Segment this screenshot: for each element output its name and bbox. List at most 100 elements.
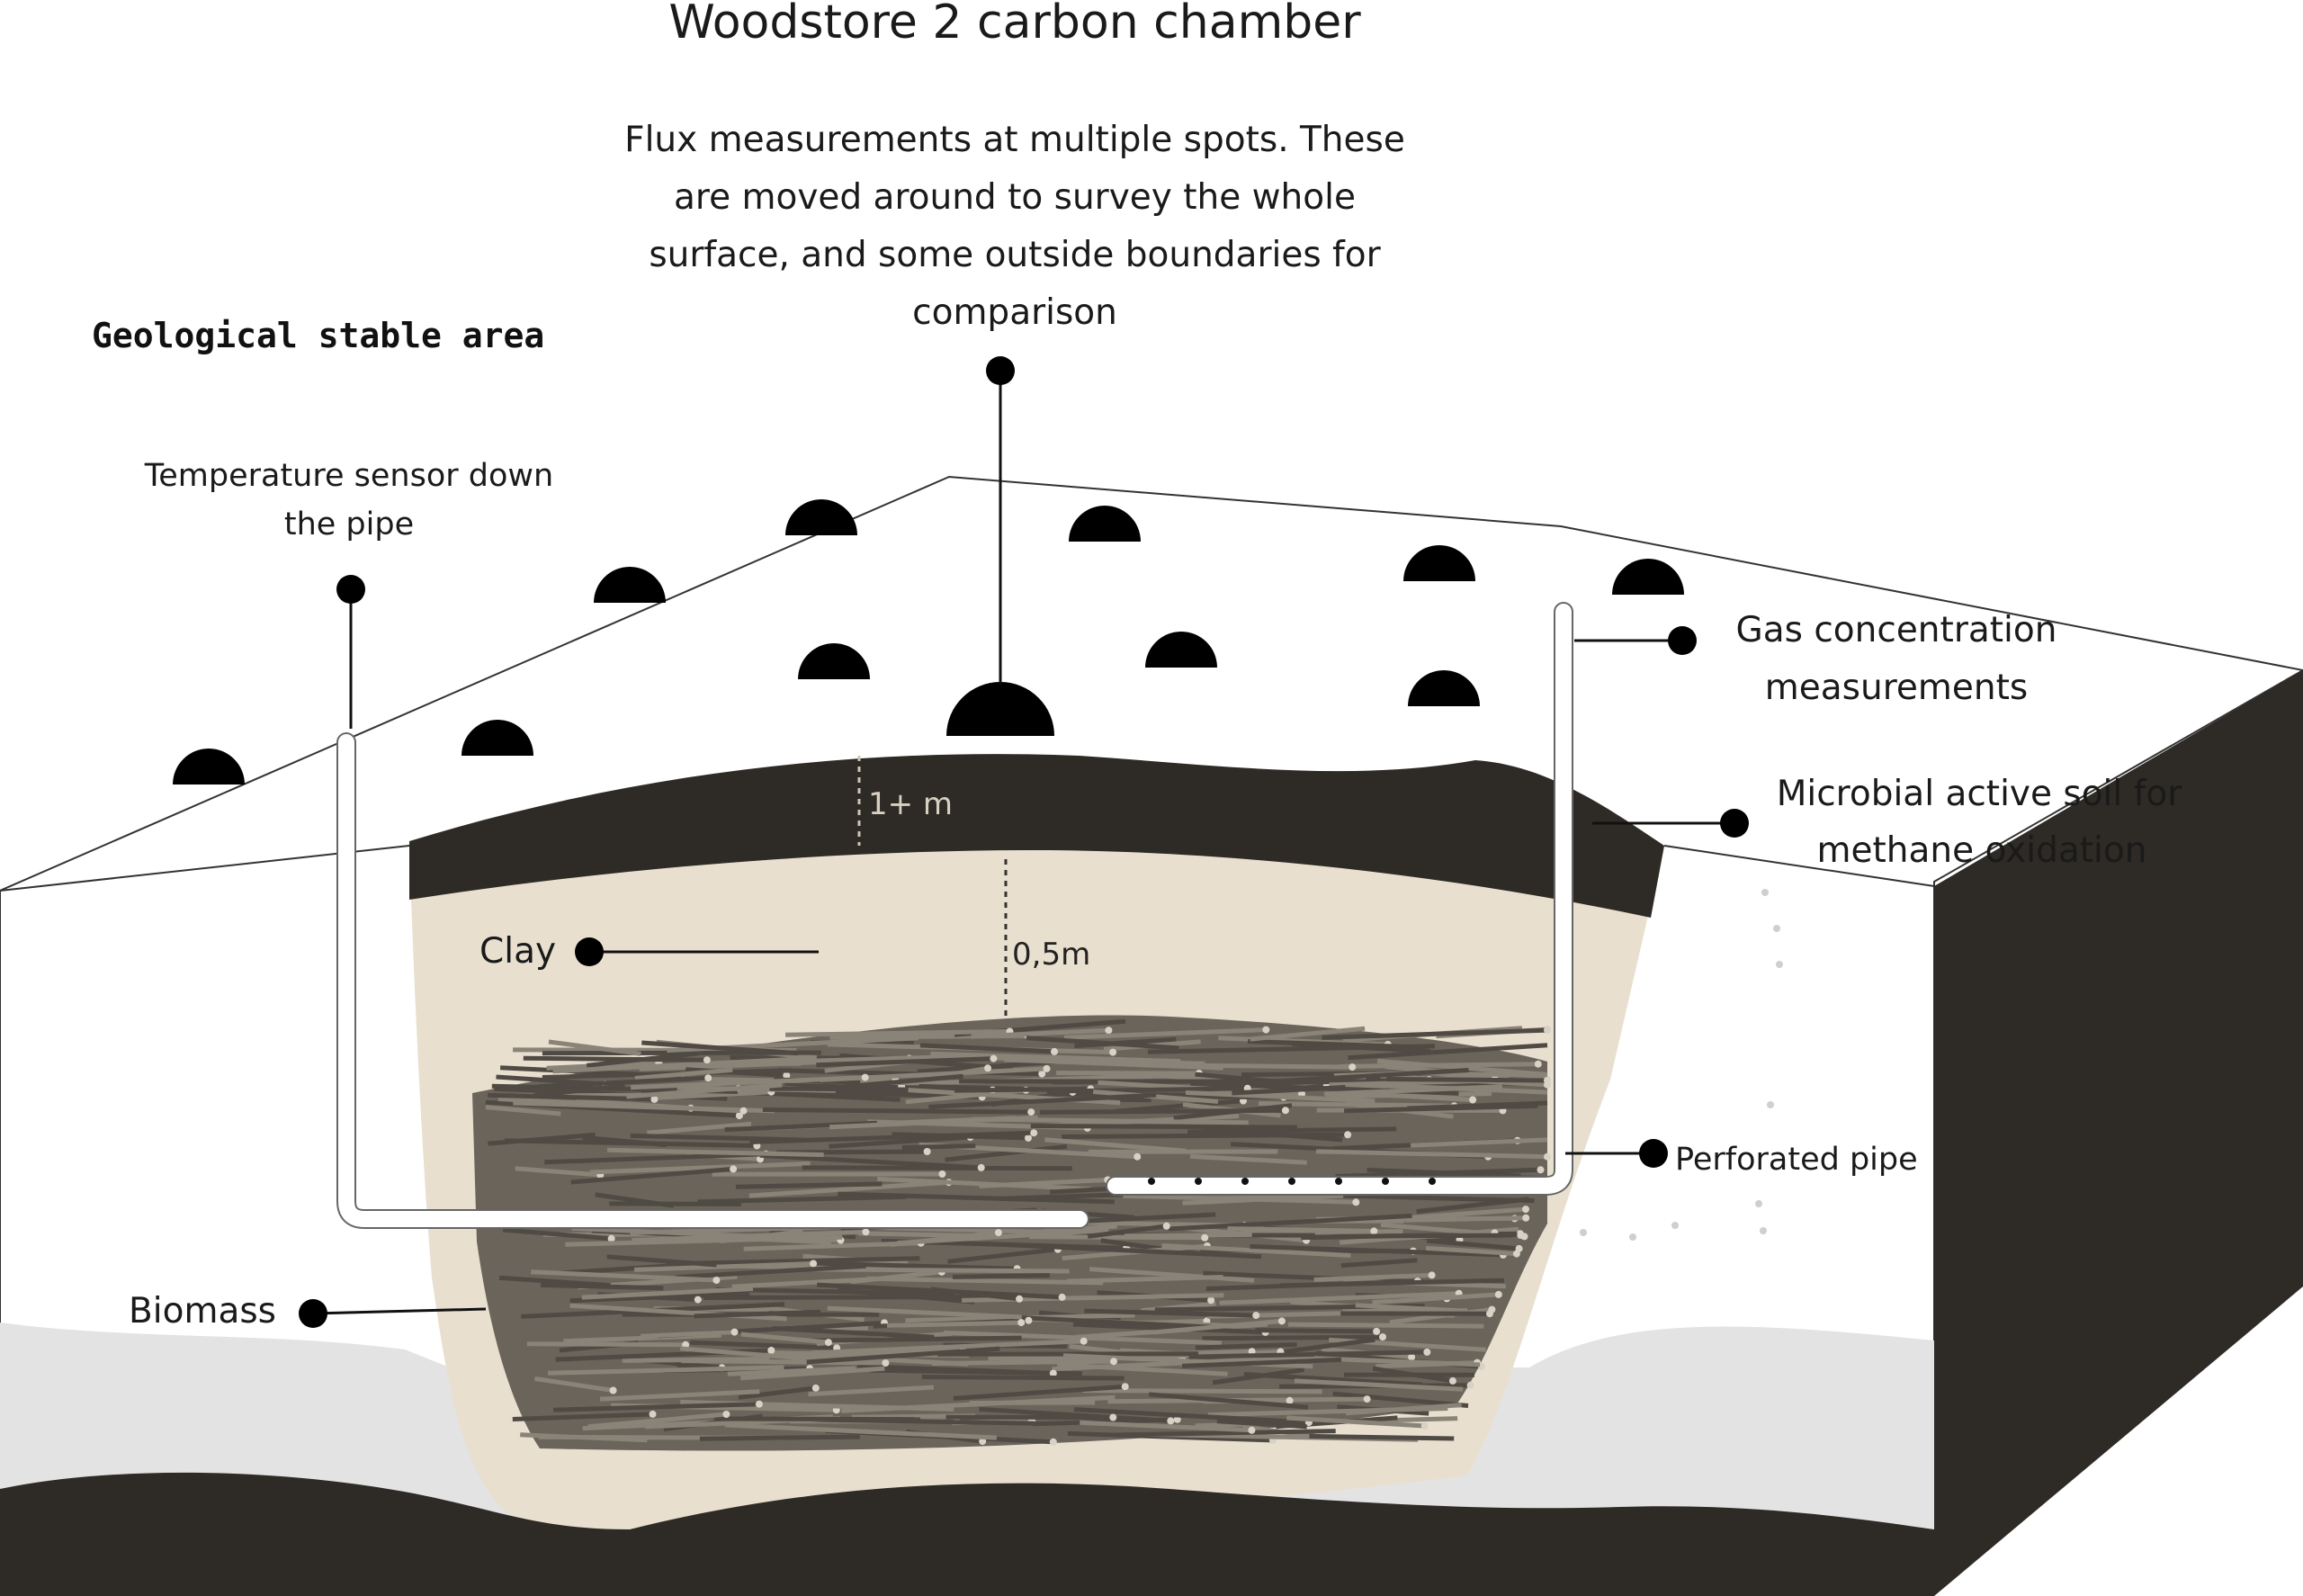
flux-chamber <box>946 682 1054 736</box>
biomass-stick-end <box>1486 1310 1493 1318</box>
soil-label-line2: methane oxidation <box>1817 830 2147 871</box>
biomass-stick-end <box>730 1328 739 1336</box>
flux-chamber <box>798 643 870 679</box>
biomass-stick <box>547 1365 784 1376</box>
biomass-stick <box>919 1043 1055 1054</box>
biomass-stick <box>1323 1084 1503 1097</box>
biomass-stick <box>1123 1193 1357 1205</box>
flux-marker <box>986 356 1015 385</box>
biomass-stick <box>647 1121 752 1135</box>
biomass-stick <box>694 1309 821 1319</box>
biomass-stick-end <box>1466 1381 1474 1389</box>
gas-dot <box>1767 1101 1774 1108</box>
biomass-stick <box>599 1389 760 1402</box>
biomass-stick <box>587 1412 727 1430</box>
biomass-stick <box>947 1247 1059 1264</box>
biomass-stick-end <box>1420 1422 1429 1430</box>
perforation-hole <box>1335 1178 1342 1185</box>
biomass-stick <box>1404 1215 1527 1223</box>
biomass-stick-end <box>1025 1316 1033 1324</box>
flux-chamber <box>1145 632 1217 668</box>
biomass-stick <box>1141 1301 1216 1314</box>
perforation-hole <box>1148 1178 1155 1185</box>
biomass-stick <box>1072 1322 1266 1335</box>
biomass-stick-end <box>650 1095 659 1103</box>
biomass-stick <box>1089 1267 1255 1283</box>
biomass-stick-end <box>861 1073 869 1081</box>
biomass-stick-end <box>1512 1250 1520 1258</box>
biomass-stick <box>502 1227 612 1242</box>
biomass-stick-end <box>1281 1107 1289 1115</box>
biomass-stick-end <box>811 1384 820 1392</box>
biomass-stick-end <box>1544 1027 1551 1035</box>
biomass-stick <box>570 1166 734 1185</box>
biomass-stick <box>1187 1126 1397 1134</box>
biomass-stick <box>1030 1124 1297 1130</box>
biomass-stick-end <box>730 1165 738 1173</box>
biomass-stick <box>1386 1077 1548 1083</box>
gas-dot <box>1629 1233 1636 1241</box>
biomass-stick-end <box>1134 1152 1142 1161</box>
biomass-stick <box>985 1242 1262 1260</box>
flux-chamber <box>461 720 533 756</box>
biomass-stick-end <box>1370 1227 1378 1235</box>
temp-label-line2: the pipe <box>284 507 414 542</box>
biomass-stick <box>1219 1291 1459 1305</box>
biomass-stick-end <box>1025 1134 1032 1142</box>
biomass-stick-end <box>712 1277 721 1284</box>
biomass-stick <box>626 1082 783 1099</box>
biomass-stick-end <box>1494 1290 1502 1298</box>
flux-chamber <box>785 499 857 535</box>
biomass-stick-end <box>1080 1337 1088 1345</box>
biomass-stick <box>630 1075 865 1090</box>
biomass-stick <box>811 1335 1022 1343</box>
gas-dot <box>1760 1227 1767 1234</box>
biomass-stick <box>1232 1085 1346 1096</box>
biomass-stick-end <box>990 1054 998 1063</box>
biomass-stick <box>703 1295 989 1300</box>
biomass-stick <box>690 1340 838 1350</box>
biomass-stick-end <box>1105 1027 1113 1035</box>
biomass-stick <box>1039 1107 1286 1115</box>
biomass-stick-end <box>1537 1166 1545 1174</box>
biomass-stick-end <box>1352 1198 1360 1206</box>
biomass-stick-end <box>767 1347 775 1354</box>
biomass-stick <box>523 1055 707 1063</box>
biomass-stick-end <box>1428 1271 1436 1279</box>
biomass-stick <box>1004 1057 1223 1071</box>
biomass-stick <box>1348 1043 1548 1061</box>
gas-label-line1: Gas concentration <box>1736 610 2057 650</box>
biomass-stick <box>485 1105 561 1116</box>
biomass-stick <box>772 1326 935 1340</box>
biomass-stick <box>679 1346 823 1362</box>
flux-note-line1: Flux measurements at multiple spots. The… <box>624 120 1405 160</box>
biomass-stick <box>1286 1415 1425 1429</box>
biomass-stick <box>560 1261 692 1276</box>
biomass-stick-end <box>1252 1312 1260 1320</box>
biomass-stick <box>749 1130 1035 1144</box>
biomass-stick-end <box>1248 1426 1256 1434</box>
biomass-stick <box>1087 1224 1168 1239</box>
biomass-stick-end <box>1173 1415 1181 1423</box>
biomass-stick <box>1020 1315 1223 1331</box>
biomass-stick <box>1062 1132 1349 1139</box>
biomass-stick-end <box>862 1228 870 1236</box>
biomass-stick <box>488 1092 655 1102</box>
biomass-stick <box>802 1165 1072 1171</box>
biomass-stick <box>811 1267 1070 1274</box>
biomass-stick-end <box>1109 1048 1117 1056</box>
gas-label-line2: measurements <box>1765 668 2028 708</box>
biomass-stick <box>1370 1233 1521 1239</box>
biomass-stick <box>1280 1278 1505 1288</box>
biomass-stick <box>1063 1027 1267 1040</box>
biomass-stick-end <box>1448 1376 1456 1385</box>
biomass-stick <box>930 1287 1020 1302</box>
biomass-stick <box>759 1152 981 1170</box>
biomass-stick-end <box>1016 1295 1024 1303</box>
biomass-stick-end <box>1207 1296 1215 1305</box>
biomass-stick <box>1372 1366 1454 1384</box>
biomass-stick <box>867 1276 1104 1286</box>
gas-dot <box>1776 961 1783 968</box>
biomass-stick <box>533 1083 625 1098</box>
flux-note-line4: comparison <box>912 292 1117 333</box>
